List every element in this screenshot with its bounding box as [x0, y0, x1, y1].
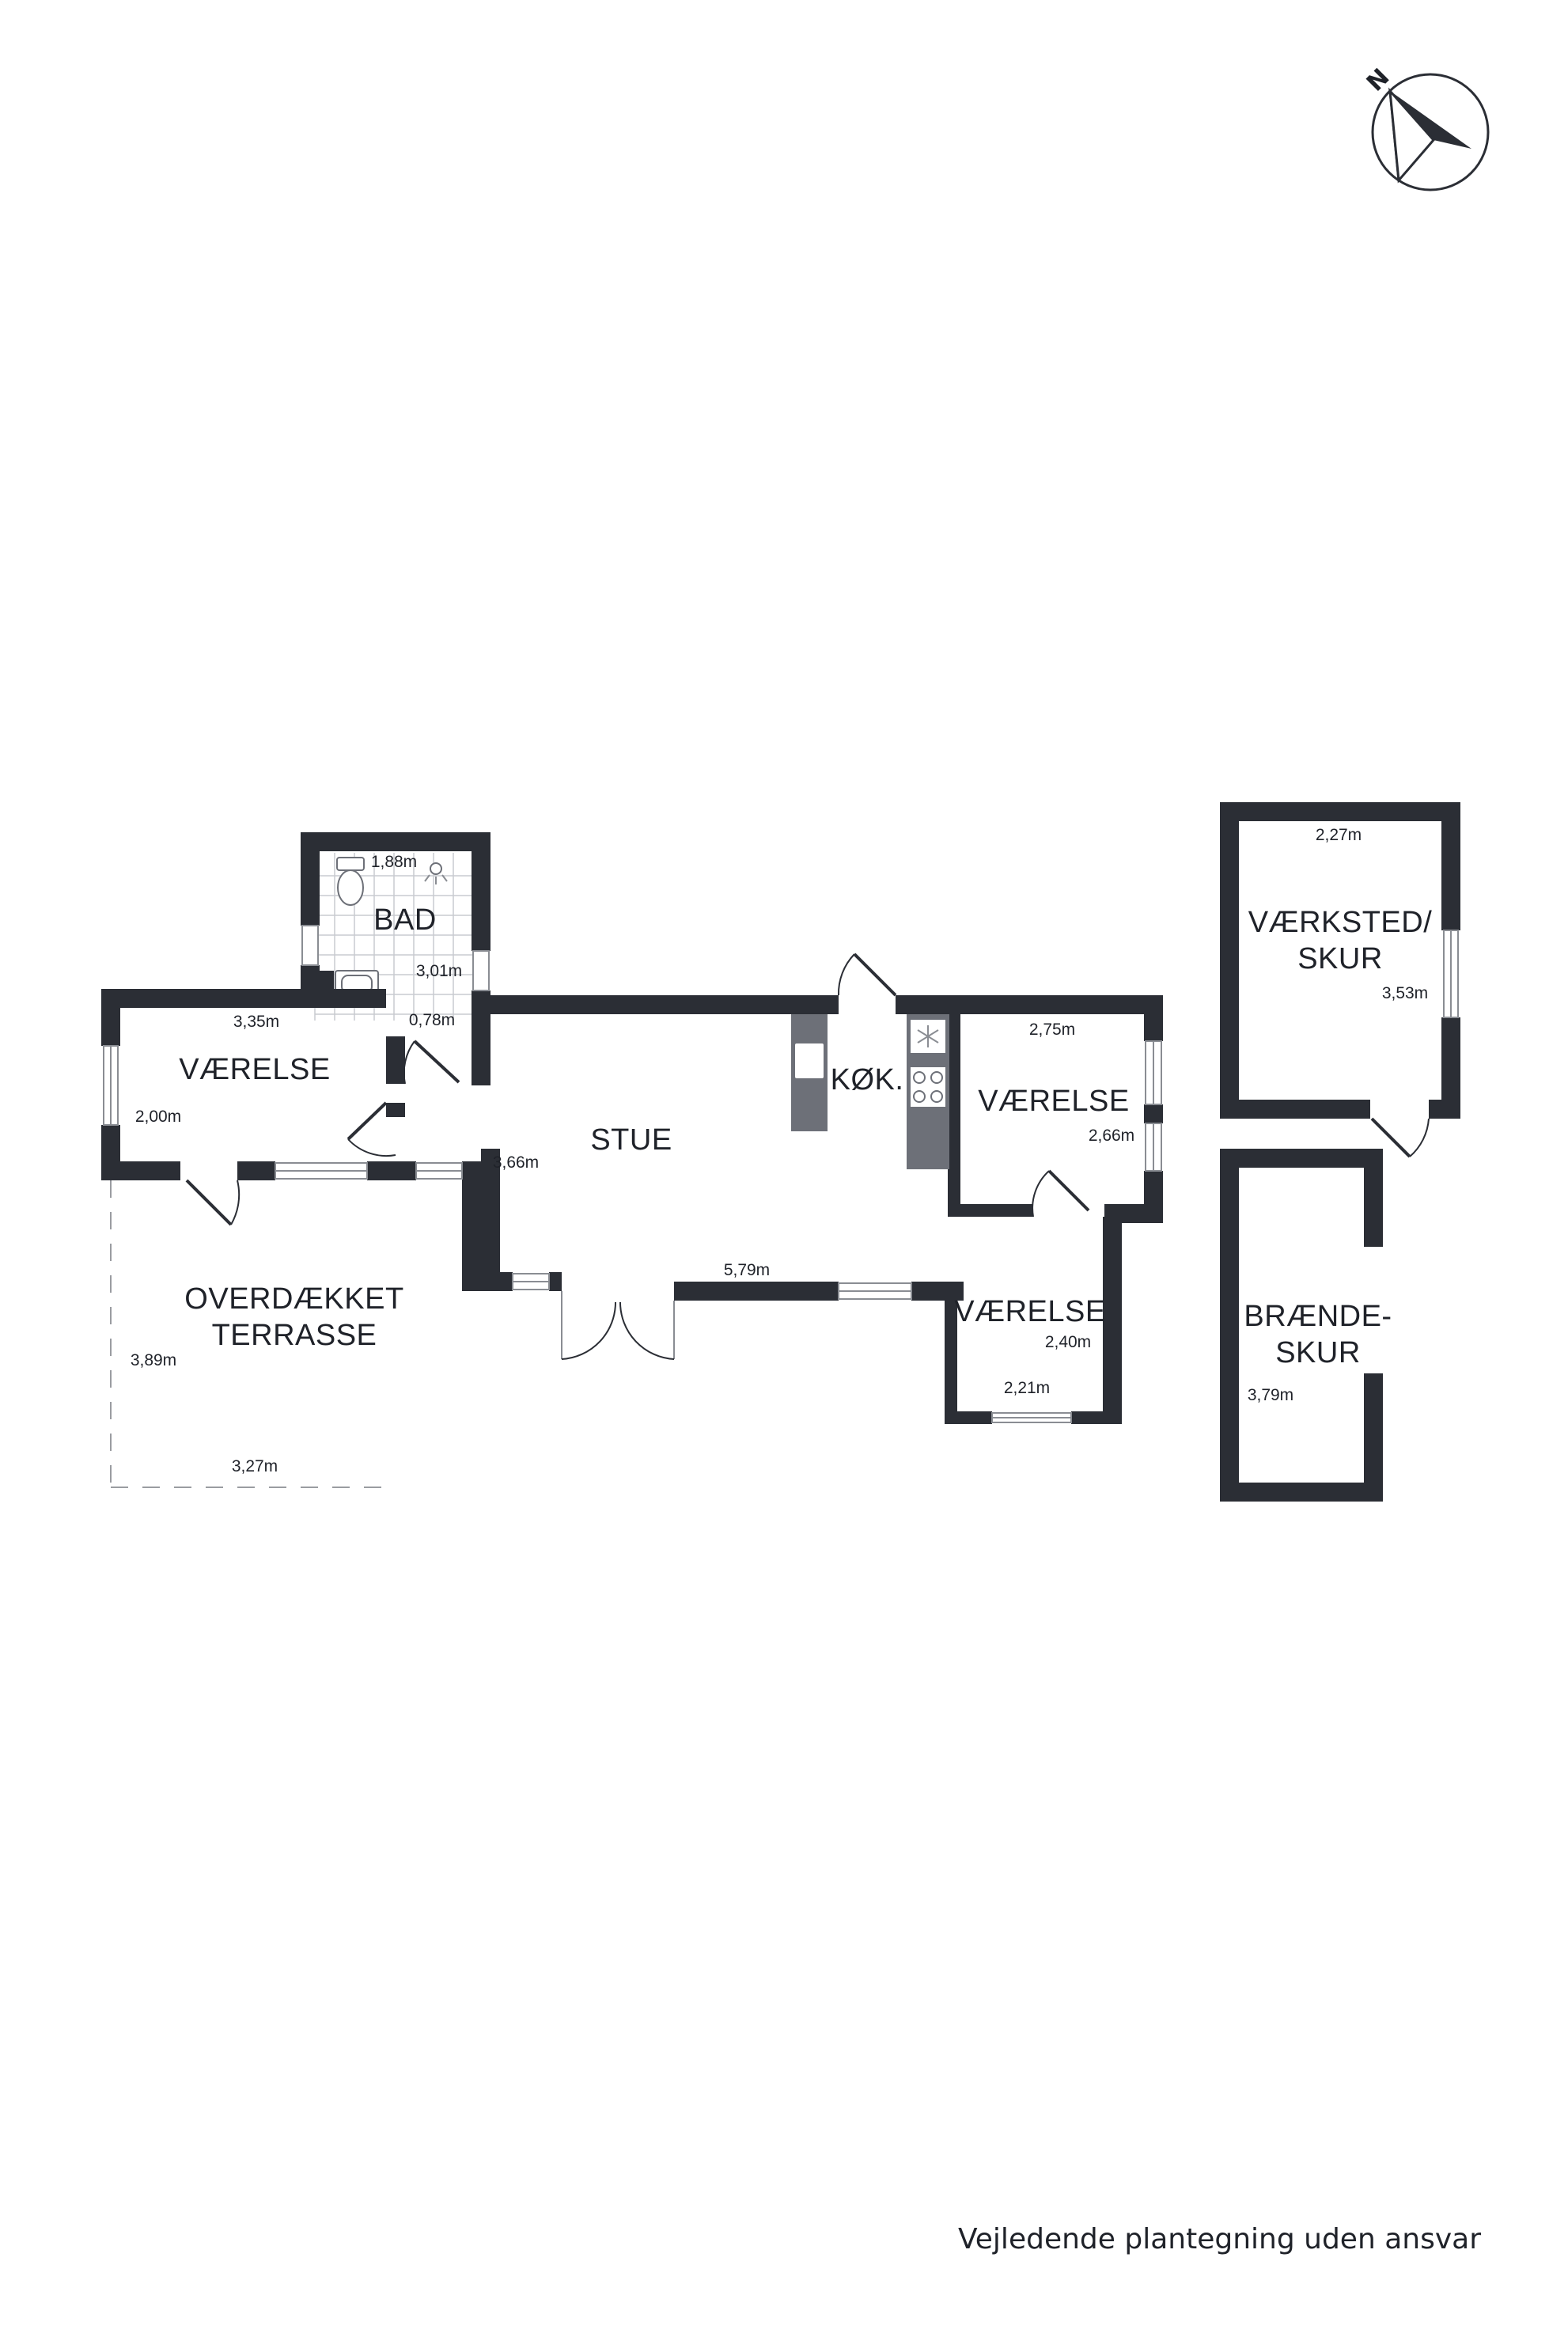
dim-terrasse-width: 3,27m	[232, 1457, 278, 1475]
shower-icon	[424, 862, 448, 884]
dim-vaerksted-width: 2,27m	[1316, 826, 1362, 844]
dim-vaerelse-south-width: 2,21m	[1004, 1379, 1050, 1397]
room-label-vaerksted-line2: SKUR	[1297, 942, 1383, 975]
woodshed	[1220, 1149, 1383, 1502]
room-label-terrasse-line2: TERRASSE	[212, 1319, 377, 1352]
door-kitchen-entrance[interactable]	[837, 953, 897, 997]
room-label-vaerelse-west: VÆRELSE	[179, 1053, 330, 1086]
room-labels: VÆRELSE STUE KØK. VÆRELSE VÆRELSE OVERDÆ…	[179, 906, 1432, 1369]
workshop-door[interactable]	[1370, 1117, 1430, 1158]
compass-icon: N	[1362, 63, 1490, 191]
kitchen-fixtures	[791, 1014, 949, 1169]
room-label-koekken: KØK.	[831, 1063, 904, 1096]
dim-vaerelse-west-width: 3,35m	[233, 1013, 279, 1031]
room-label-vaerelse-east: VÆRELSE	[978, 1085, 1129, 1118]
door-west-bedroom-terrace[interactable]	[185, 1179, 241, 1226]
dim-stue-depth: 3,66m	[493, 1153, 539, 1172]
bathroom-window-west	[301, 925, 319, 966]
dim-terrasse-depth: 3,89m	[131, 1351, 176, 1369]
room-label-terrasse-line1: OVERDÆKKET	[184, 1282, 403, 1316]
dim-stue-length: 5,79m	[724, 1261, 770, 1279]
room-label-vaerksted-line1: VÆRKSTED/	[1248, 906, 1433, 939]
door-east-bedroom[interactable]	[1032, 1169, 1090, 1218]
bathroom-window-east	[472, 950, 490, 991]
dim-vaerelse-east-width: 2,75m	[1029, 1021, 1075, 1039]
workshop-shed	[1220, 802, 1460, 1158]
room-label-braende-line2: SKUR	[1275, 1336, 1361, 1369]
bathroom-door[interactable]	[403, 1040, 460, 1085]
door-west-bedroom-stue[interactable]	[347, 1101, 396, 1157]
terrace-outline	[110, 1180, 396, 1488]
dim-vaerelse-east-depth: 2,66m	[1089, 1127, 1134, 1145]
toilet-icon	[336, 857, 365, 906]
main-house-walls	[101, 989, 1163, 1424]
room-label-vaerelse-south: VÆRELSE	[954, 1295, 1105, 1328]
disclaimer-text: Vejledende plantegning uden ansvar	[958, 2223, 1481, 2255]
main-house-doors	[185, 953, 1090, 1360]
dim-vaerelse-south-depth: 2,40m	[1045, 1333, 1091, 1351]
freezer-icon	[909, 1018, 947, 1055]
main-house-windows	[103, 1040, 1162, 1423]
room-label-stue: STUE	[590, 1123, 672, 1157]
dim-bad-length: 3,01m	[416, 962, 462, 980]
dim-vaerksted-depth: 3,53m	[1382, 984, 1428, 1002]
room-label-braende-line1: BRÆNDE-	[1244, 1300, 1392, 1333]
dim-vaerelse-west-depth: 2,00m	[135, 1108, 181, 1126]
dim-braende-depth: 3,79m	[1248, 1386, 1293, 1404]
stove-icon	[909, 1066, 947, 1108]
dim-bad-passage: 0,78m	[409, 1011, 455, 1029]
kitchen-sink-icon	[793, 1042, 825, 1080]
room-label-bad: BAD	[373, 903, 437, 937]
dimension-labels: 3,35m 2,00m 3,66m 5,79m 2,75m 2,66m 2,40…	[131, 826, 1428, 1475]
door-stue-garden[interactable]	[561, 1291, 675, 1360]
bathroom: BAD 1,88m 3,01m 0,78m	[301, 832, 490, 1085]
dim-bad-width: 1,88m	[371, 853, 417, 871]
